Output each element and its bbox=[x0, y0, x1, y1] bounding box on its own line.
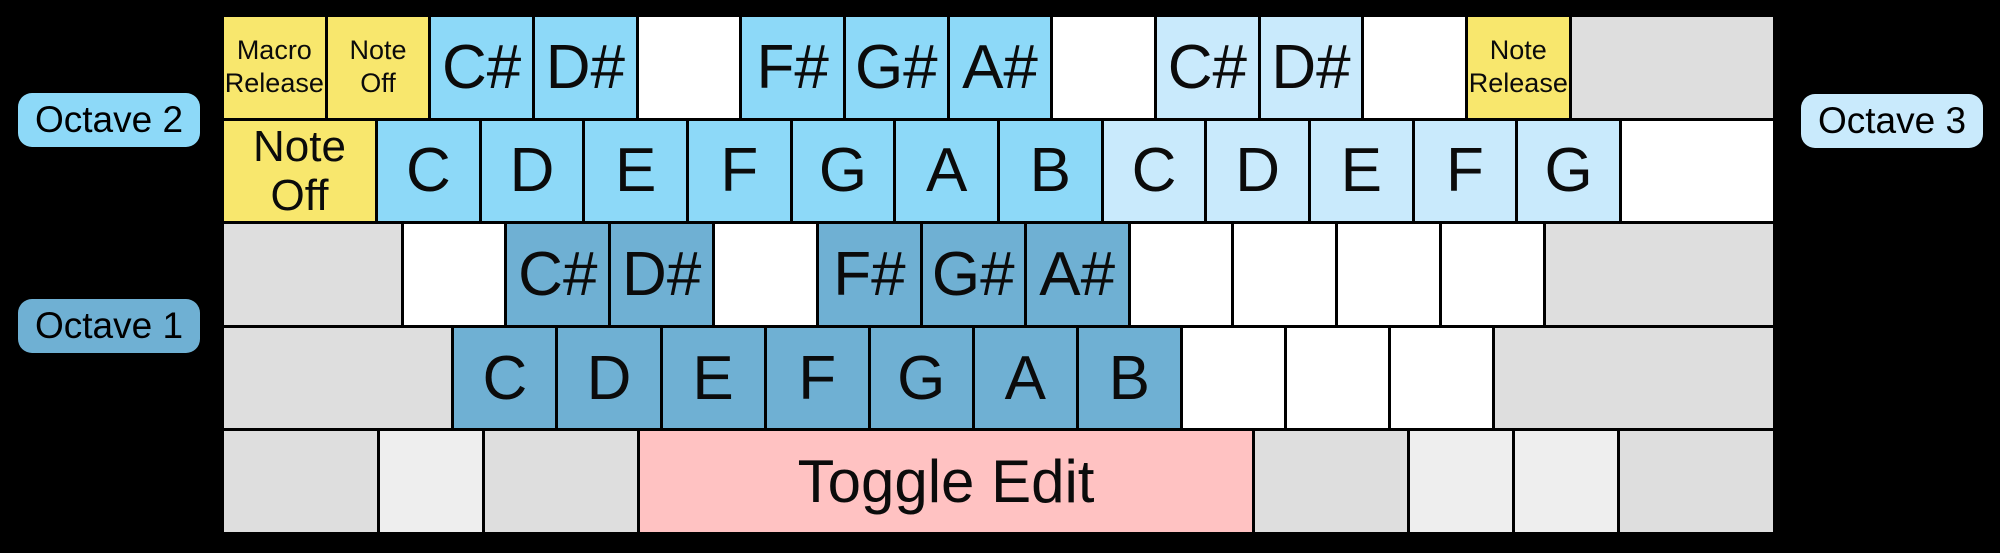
key-note-csharp-oct2[interactable]: C# bbox=[431, 17, 532, 118]
key-note-e-oct1[interactable]: E bbox=[662, 327, 764, 429]
key-modifier-blank bbox=[224, 327, 452, 429]
keyboard-bottom-row: Toggle Edit bbox=[224, 431, 1773, 532]
key-note-d-oct1[interactable]: D bbox=[558, 327, 660, 429]
key-blank bbox=[403, 224, 505, 325]
key-note-a-oct1[interactable]: A bbox=[974, 327, 1076, 429]
key-note-asharp-oct2[interactable]: A# bbox=[949, 17, 1051, 118]
key-modifier-blank bbox=[224, 431, 377, 532]
key-modifier-blank bbox=[224, 224, 401, 325]
key-modifier-blank bbox=[484, 431, 638, 532]
key-note-off-tab[interactable]: Note Off bbox=[224, 120, 375, 222]
key-modifier-blank bbox=[1571, 17, 1773, 118]
key-blank bbox=[1130, 224, 1232, 325]
key-note-dsharp-oct2[interactable]: D# bbox=[534, 17, 636, 118]
key-note-csharp-oct1[interactable]: C# bbox=[507, 224, 609, 325]
key-note-g-oct2[interactable]: G bbox=[792, 120, 894, 222]
key-note-dsharp-oct1[interactable]: D# bbox=[611, 224, 713, 325]
key-note-e-oct3[interactable]: E bbox=[1310, 120, 1412, 222]
octave-3-badge: Octave 3 bbox=[1801, 94, 1983, 148]
key-note-f-oct1[interactable]: F bbox=[766, 327, 868, 429]
key-modifier-blank bbox=[1410, 431, 1513, 532]
key-note-fsharp-oct2[interactable]: F# bbox=[742, 17, 843, 118]
key-note-c-oct3[interactable]: C bbox=[1103, 120, 1205, 222]
key-modifier-blank bbox=[379, 431, 482, 532]
key-blank bbox=[638, 17, 740, 118]
key-note-d-oct2[interactable]: D bbox=[481, 120, 583, 222]
key-note-dsharp-oct3[interactable]: D# bbox=[1260, 17, 1362, 118]
key-blank bbox=[1286, 327, 1388, 429]
key-toggle-edit[interactable]: Toggle Edit bbox=[640, 431, 1252, 532]
key-blank bbox=[1053, 17, 1154, 118]
key-note-a-oct2[interactable]: A bbox=[896, 120, 997, 222]
octave-2-badge: Octave 2 bbox=[18, 93, 200, 147]
key-note-fsharp-oct1[interactable]: F# bbox=[818, 224, 920, 325]
keyboard-caps-row: C#D# F#G#A# bbox=[224, 224, 1773, 325]
key-modifier-blank bbox=[1620, 431, 1773, 532]
key-blank bbox=[1390, 327, 1493, 429]
key-note-c-oct2[interactable]: C bbox=[378, 120, 479, 222]
key-note-g-oct3[interactable]: G bbox=[1518, 120, 1619, 222]
key-blank bbox=[1621, 120, 1773, 222]
key-note-asharp-oct1[interactable]: A# bbox=[1026, 224, 1128, 325]
key-blank bbox=[715, 224, 816, 325]
key-modifier-blank bbox=[1495, 327, 1773, 429]
key-modifier-blank bbox=[1515, 431, 1618, 532]
key-note-b-oct2[interactable]: B bbox=[999, 120, 1101, 222]
key-note-g-oct1[interactable]: G bbox=[870, 327, 972, 429]
key-blank bbox=[1442, 224, 1544, 325]
key-modifier-blank bbox=[1546, 224, 1773, 325]
key-note-d-oct3[interactable]: D bbox=[1207, 120, 1308, 222]
key-blank bbox=[1182, 327, 1284, 429]
octave-1-badge: Octave 1 bbox=[18, 299, 200, 353]
key-blank bbox=[1338, 224, 1440, 325]
key-note-f-oct2[interactable]: F bbox=[688, 120, 790, 222]
key-note-csharp-oct3[interactable]: C# bbox=[1156, 17, 1258, 118]
key-blank bbox=[1234, 224, 1336, 325]
key-note-off[interactable]: Note Off bbox=[327, 17, 429, 118]
key-note-gsharp-oct1[interactable]: G# bbox=[922, 224, 1024, 325]
key-note-b-oct1[interactable]: B bbox=[1078, 327, 1180, 429]
key-modifier-blank bbox=[1254, 431, 1408, 532]
key-note-f-oct3[interactable]: F bbox=[1414, 120, 1516, 222]
key-note-release[interactable]: Note Release bbox=[1467, 17, 1569, 118]
key-note-e-oct2[interactable]: E bbox=[585, 120, 686, 222]
key-note-gsharp-oct2[interactable]: G# bbox=[845, 17, 947, 118]
key-note-c-oct1[interactable]: C bbox=[454, 327, 556, 429]
key-blank bbox=[1364, 17, 1465, 118]
key-macro-release[interactable]: Macro Release bbox=[224, 17, 325, 118]
